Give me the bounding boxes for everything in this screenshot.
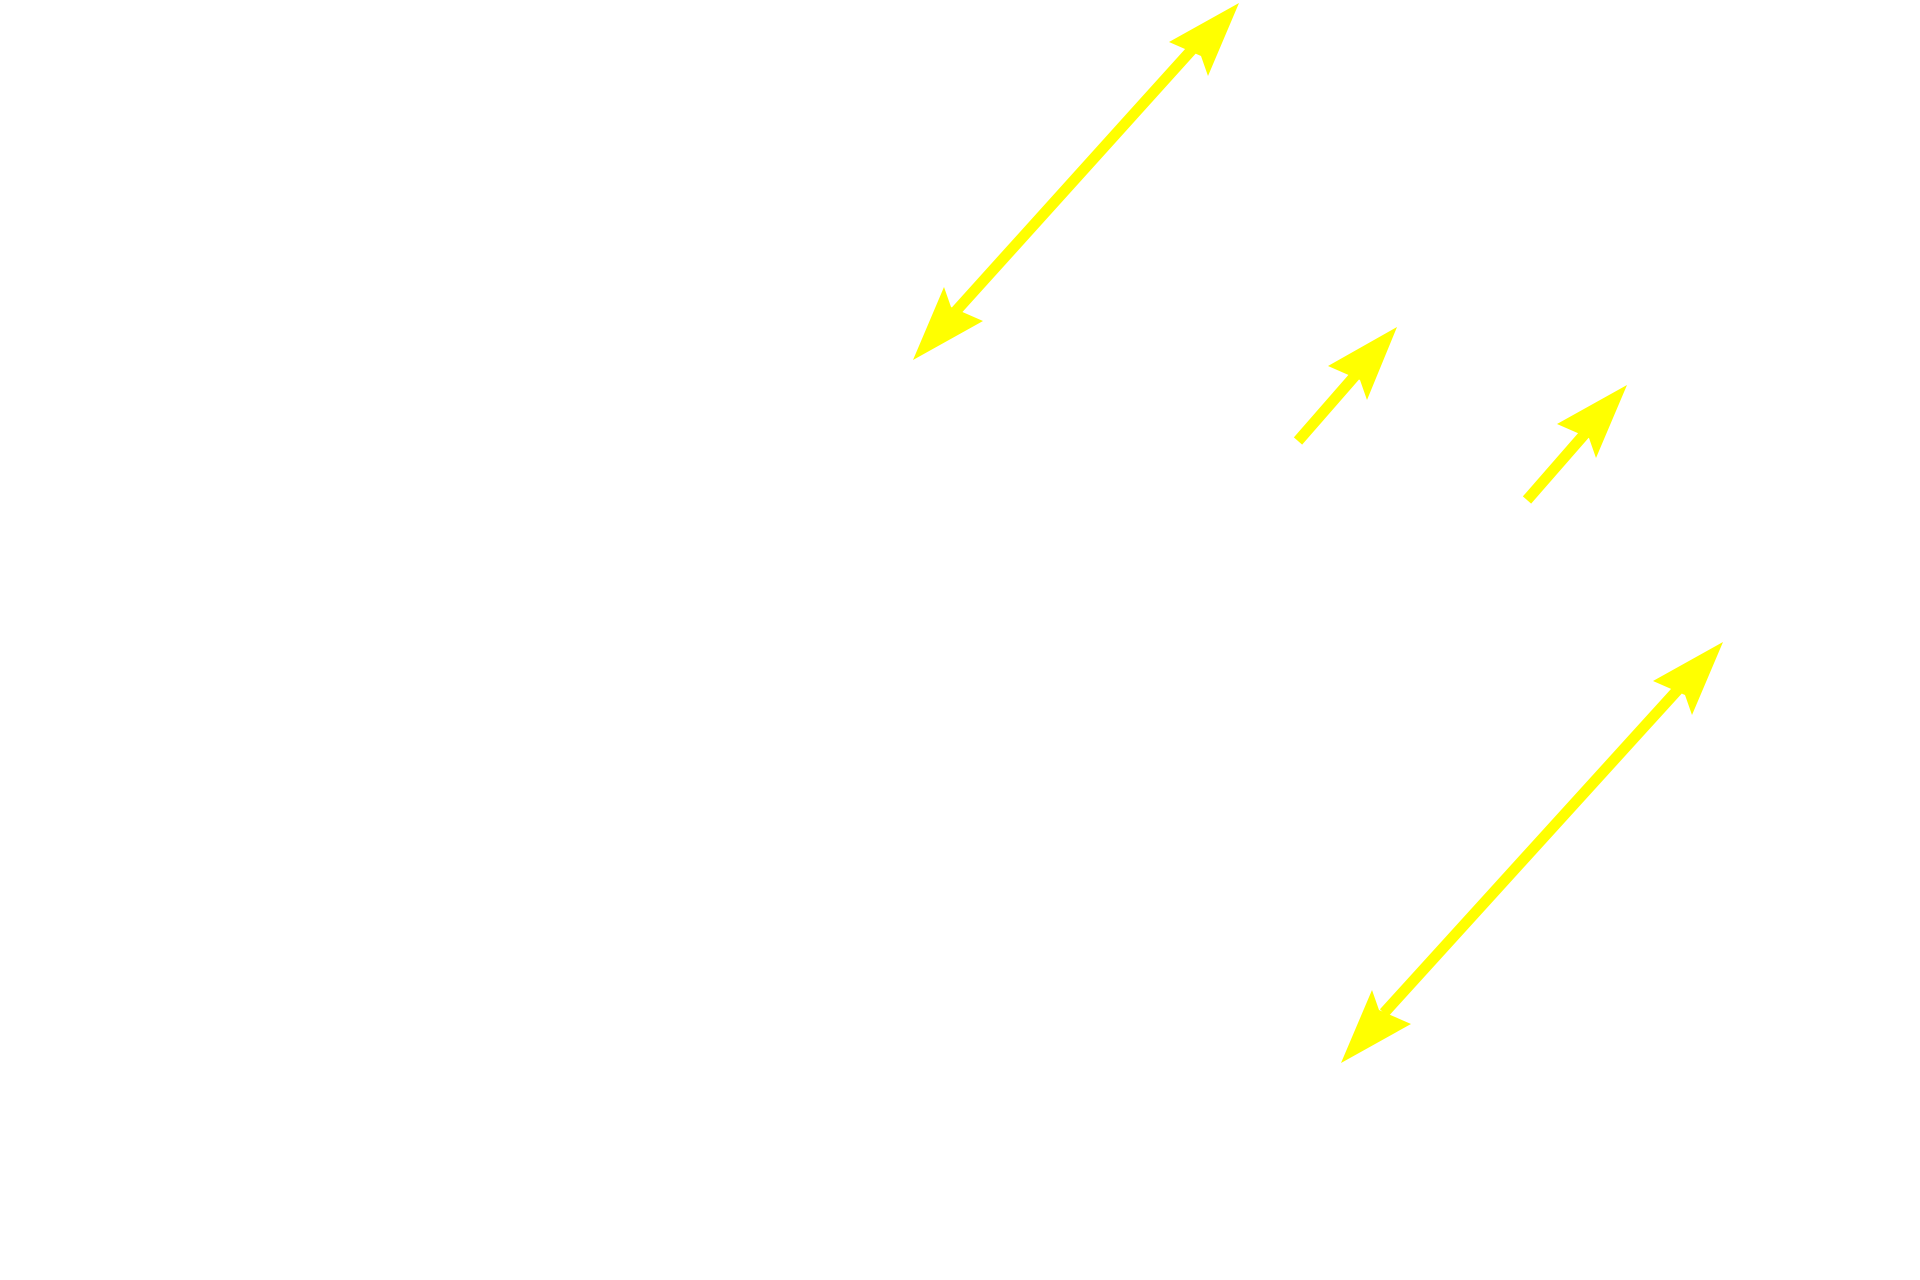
double-arrow-icon bbox=[1341, 642, 1723, 1063]
arrow-icon bbox=[1293, 327, 1397, 445]
double-arrow-icon bbox=[913, 3, 1239, 360]
arrow-icon bbox=[1522, 385, 1627, 504]
